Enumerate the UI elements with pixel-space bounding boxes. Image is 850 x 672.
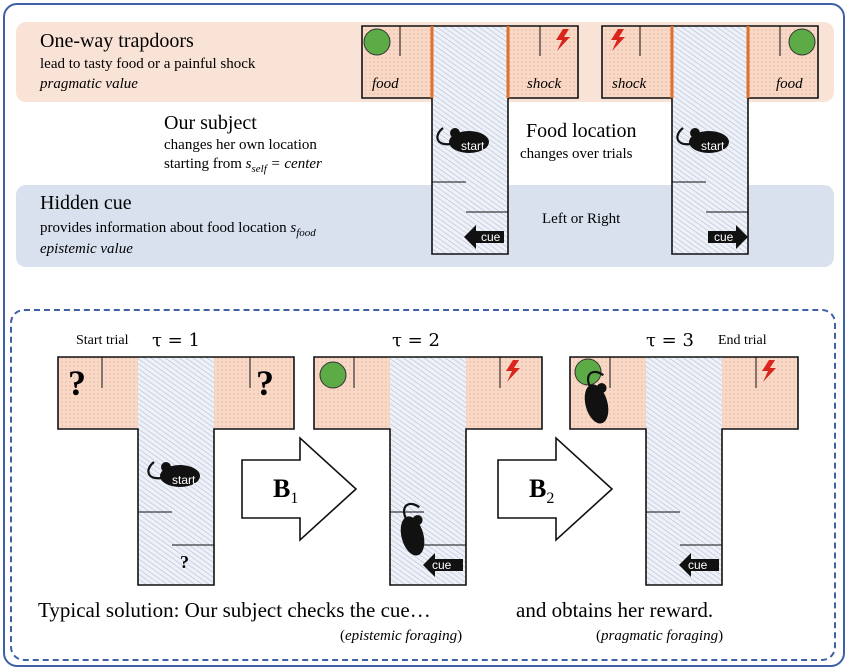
hidden-cue-title: Hidden cue — [40, 192, 132, 214]
maze-top-right — [601, 25, 819, 255]
cue-label-trial3: cue — [688, 558, 708, 572]
tau-2-label: τ = 2 — [392, 330, 440, 351]
cue-label-trial2: cue — [432, 558, 452, 572]
trial-panel — [10, 309, 836, 661]
transition-arrow-b2 — [497, 436, 614, 542]
epistemic-value-label: epistemic value — [40, 241, 133, 257]
food-label-right: food — [776, 76, 803, 92]
tau-1-label: τ = 1 — [152, 330, 200, 351]
end-trial-label: End trial — [718, 333, 767, 348]
caption-right: and obtains her reward. — [516, 598, 714, 622]
note-left: (epistemic foraging) — [340, 628, 463, 644]
maze-trial-3 — [569, 356, 799, 586]
start-label-top1: start — [461, 139, 485, 153]
subject-line1: changes her own location — [164, 137, 317, 153]
b2-label: B2 — [529, 474, 555, 508]
maze-top-left — [361, 25, 579, 255]
question-mark-left: ? — [68, 363, 86, 403]
hidden-cue-subtitle: provides information about food location… — [40, 220, 316, 239]
subject-line2: starting from sself = center — [164, 156, 322, 175]
outer-frame — [3, 3, 845, 667]
left-or-right-label: Left or Right — [542, 211, 621, 227]
trapdoors-subtitle: lead to tasty food or a painful shock — [40, 56, 256, 72]
shock-label-left: shock — [612, 76, 647, 92]
tau-3-label: τ = 3 — [646, 330, 694, 351]
cue-label-top1: cue — [481, 230, 501, 244]
question-mark-cue: ? — [180, 552, 189, 572]
start-label-top2: start — [701, 139, 725, 153]
pragmatic-value-label: pragmatic value — [40, 76, 138, 92]
maze-trial-1 — [57, 356, 295, 586]
b1-label: B1 — [273, 474, 299, 508]
start-label-trial1: start — [172, 473, 196, 487]
transition-arrow-b1 — [241, 436, 358, 542]
food-location-title: Food location — [526, 120, 637, 142]
trapdoors-title: One-way trapdoors — [40, 30, 194, 52]
food-label-left: food — [372, 76, 399, 92]
maze-trial-2 — [313, 356, 543, 586]
cue-label-top2: cue — [714, 230, 734, 244]
shock-label-right: shock — [527, 76, 562, 92]
subject-title: Our subject — [164, 112, 257, 134]
caption-left: Typical solution: Our subject checks the… — [38, 598, 431, 622]
question-mark-right: ? — [256, 363, 274, 403]
start-trial-label: Start trial — [76, 333, 129, 348]
note-right: (pragmatic foraging) — [596, 628, 724, 644]
food-location-subtitle: changes over trials — [520, 146, 633, 162]
